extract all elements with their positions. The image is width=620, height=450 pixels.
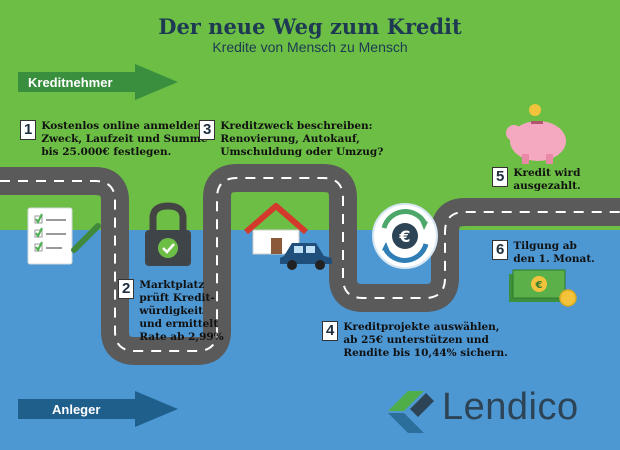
step-4: 4 Kreditprojekte auswählen, ab 25€ unter… bbox=[322, 321, 508, 360]
step-number: 3 bbox=[199, 120, 216, 140]
step-line: prüft Kredit- bbox=[139, 292, 215, 304]
step-line: ab 25€ unterstützen und bbox=[343, 334, 489, 346]
step-text: Marktplatz prüft Kredit- würdigkeit und … bbox=[139, 279, 223, 344]
borrower-arrow bbox=[18, 64, 178, 100]
step-line: Zweck, Laufzeit und Summe bbox=[41, 133, 208, 145]
svg-text:€: € bbox=[398, 227, 410, 246]
step-line: würdigkeit bbox=[139, 305, 204, 317]
step-line: Kreditprojekte auswählen, bbox=[343, 321, 500, 333]
step-text: Tilgung ab den 1. Monat. bbox=[513, 240, 595, 266]
step-line: Rate ab 2,99% bbox=[139, 331, 224, 343]
step-line: Tilgung ab bbox=[513, 240, 577, 252]
step-number: 1 bbox=[20, 120, 37, 140]
borrower-label: Kreditnehmer bbox=[28, 75, 113, 90]
step-line: Umschuldung oder Umzug? bbox=[220, 146, 384, 158]
car-icon bbox=[280, 243, 332, 270]
step-line: Rendite bis 10,44% sichern. bbox=[343, 347, 508, 359]
step-line: Kredit wird bbox=[513, 167, 581, 179]
step-5: 5 Kredit wird ausgezahlt. bbox=[492, 167, 581, 193]
step-line: Kreditzweck beschreiben: bbox=[220, 120, 373, 132]
step-line: Renovierung, Autokauf, bbox=[220, 133, 360, 145]
step-text: Kreditprojekte auswählen, ab 25€ unterst… bbox=[343, 321, 507, 360]
step-3: 3 Kreditzweck beschreiben: Renovierung, … bbox=[199, 120, 383, 159]
money-icon: € bbox=[509, 269, 577, 307]
brand-name: Lendico bbox=[442, 386, 579, 428]
step-line: Kostenlos online anmelden. bbox=[41, 120, 205, 132]
step-number: 6 bbox=[492, 240, 509, 260]
investor-arrow bbox=[18, 391, 178, 427]
page-subtitle: Kredite von Mensch zu Mensch bbox=[212, 39, 408, 55]
euro-exchange-icon: € bbox=[372, 203, 438, 269]
investor-label: Anleger bbox=[52, 402, 101, 417]
checklist-icon bbox=[27, 207, 101, 265]
step-line: ausgezahlt. bbox=[513, 180, 581, 192]
piggy-bank-icon bbox=[506, 104, 566, 164]
step-2: 2 Marktplatz prüft Kredit- würdigkeit un… bbox=[118, 279, 224, 344]
road-markings bbox=[0, 177, 620, 352]
step-number: 5 bbox=[492, 167, 509, 187]
step-number: 4 bbox=[322, 321, 339, 341]
step-1: 1 Kostenlos online anmelden. Zweck, Lauf… bbox=[20, 120, 208, 159]
step-line: und ermittelt bbox=[139, 318, 219, 330]
step-text: Kreditzweck beschreiben: Renovierung, Au… bbox=[220, 120, 383, 159]
step-6: 6 Tilgung ab den 1. Monat. bbox=[492, 240, 595, 266]
lendico-logo-icon bbox=[388, 391, 434, 433]
step-line: bis 25.000€ festlegen. bbox=[41, 146, 172, 158]
padlock-icon bbox=[145, 202, 191, 266]
step-number: 2 bbox=[118, 279, 135, 299]
step-text: Kredit wird ausgezahlt. bbox=[513, 167, 580, 193]
step-line: den 1. Monat. bbox=[513, 253, 595, 265]
page-title: Der neue Weg zum Kredit bbox=[158, 14, 462, 39]
svg-text:€: € bbox=[535, 280, 543, 291]
step-text: Kostenlos online anmelden. Zweck, Laufze… bbox=[41, 120, 207, 159]
step-line: Marktplatz bbox=[139, 279, 205, 291]
